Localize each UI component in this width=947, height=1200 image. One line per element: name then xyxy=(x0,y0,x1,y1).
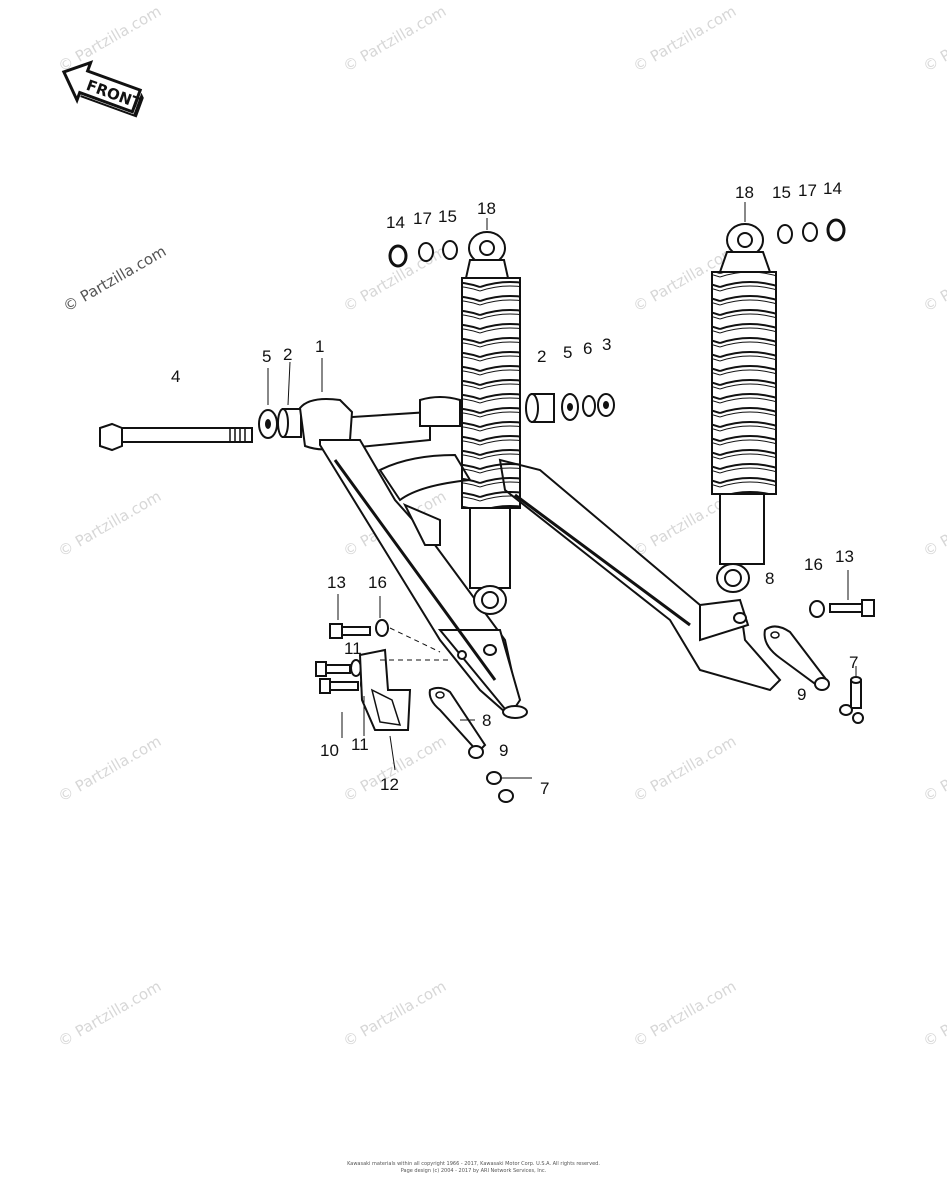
collar xyxy=(375,619,389,637)
callout-1: 1 xyxy=(315,337,324,356)
lock-washer xyxy=(802,222,818,242)
washer xyxy=(777,224,793,244)
callout-11: 11 xyxy=(351,735,369,754)
callout-17: 17 xyxy=(413,209,432,228)
nut xyxy=(814,677,830,691)
chain-guide-bracket xyxy=(358,648,412,731)
callout-18: 18 xyxy=(477,199,496,218)
callout-12: 12 xyxy=(380,775,399,794)
callout-4: 4 xyxy=(171,367,180,386)
callout-13: 13 xyxy=(327,573,346,592)
callout-15: 15 xyxy=(772,183,791,202)
front-arrow-icon: FRONT xyxy=(61,60,145,118)
bolt xyxy=(315,661,359,694)
callout-14: 14 xyxy=(386,213,405,232)
callout-15: 15 xyxy=(438,207,457,226)
callout-7: 7 xyxy=(849,653,858,672)
callouts: 1 2 5 4 2 5 6 3 14 17 15 18 18 15 17 14 … xyxy=(171,179,858,798)
pivot-bolt xyxy=(99,422,253,452)
callout-2: 2 xyxy=(283,345,292,364)
bushing xyxy=(525,393,555,423)
callout-9: 9 xyxy=(499,741,508,760)
callout-16: 16 xyxy=(368,573,387,592)
nut xyxy=(486,771,502,785)
callout-6: 6 xyxy=(583,339,592,358)
nut xyxy=(498,789,514,803)
callout-17: 17 xyxy=(798,181,817,200)
bolt xyxy=(829,599,875,617)
adjuster-bolt xyxy=(839,676,864,724)
callout-2: 2 xyxy=(537,347,546,366)
callout-8: 8 xyxy=(482,711,491,730)
callout-5: 5 xyxy=(262,347,271,366)
callout-18: 18 xyxy=(735,183,754,202)
page-design-line: Page design (c) 2004 - 2017 by ARI Netwo… xyxy=(400,1168,547,1174)
washer xyxy=(442,240,458,260)
nut xyxy=(388,244,408,268)
collar xyxy=(809,600,825,618)
callout-10: 10 xyxy=(320,741,339,760)
bushing xyxy=(277,408,302,438)
callout-3: 3 xyxy=(602,335,611,354)
collar xyxy=(582,395,596,417)
callout-8: 8 xyxy=(765,569,774,588)
bolt xyxy=(329,623,371,639)
callout-16: 16 xyxy=(804,555,823,574)
nut xyxy=(468,745,484,759)
callout-13: 13 xyxy=(835,547,854,566)
callout-11: 11 xyxy=(344,639,362,658)
callout-14: 14 xyxy=(823,179,842,198)
copyright-line: Kawasaki materials within all copyright … xyxy=(347,1161,600,1167)
shock-absorber-right xyxy=(711,223,777,593)
callout-7: 7 xyxy=(540,779,549,798)
lock-washer xyxy=(418,242,434,262)
callout-5: 5 xyxy=(563,343,572,362)
nut xyxy=(826,218,846,242)
callout-9: 9 xyxy=(797,685,806,704)
shock-absorber-left xyxy=(461,231,521,615)
